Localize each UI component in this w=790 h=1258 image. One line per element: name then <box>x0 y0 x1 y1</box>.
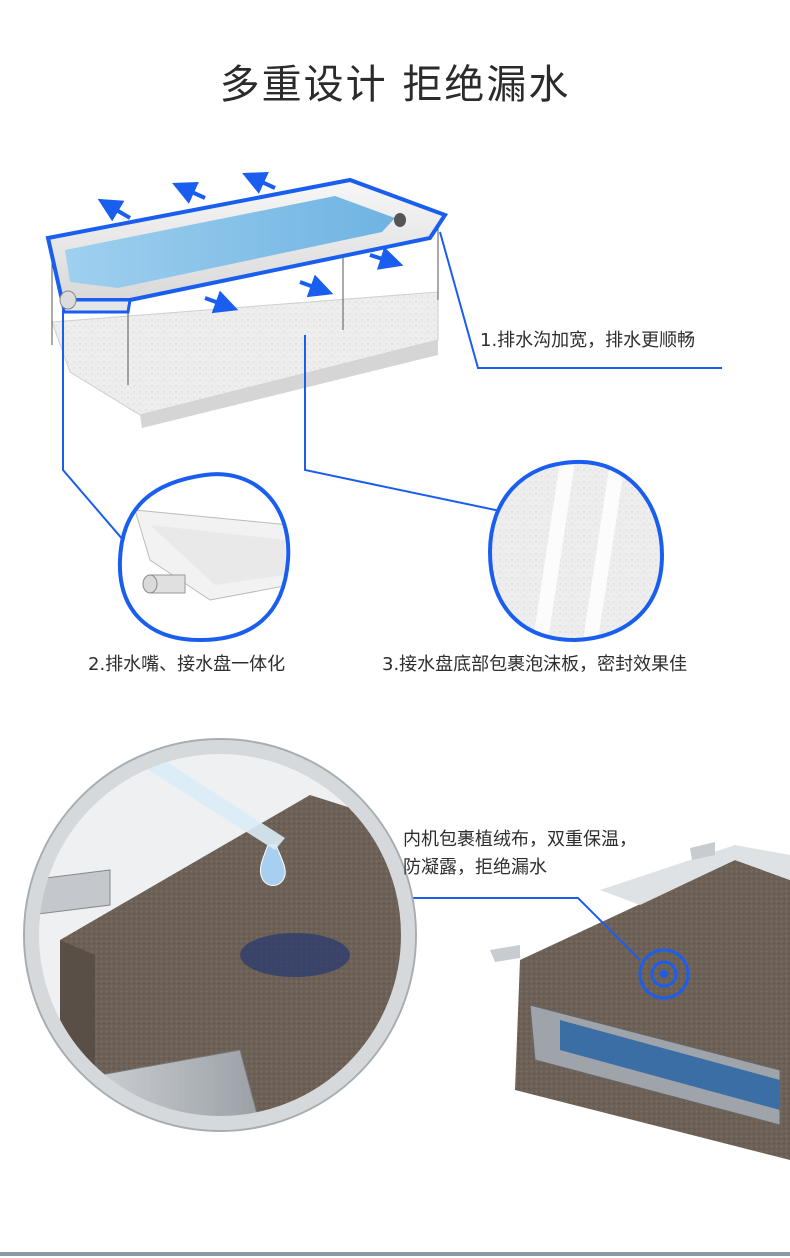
zoom-drain-spout <box>117 472 291 643</box>
magnifier <box>23 738 417 1132</box>
felt-description-line-2: 防凝露，拒绝漏水 <box>403 857 547 878</box>
drain-tray <box>45 177 449 314</box>
feature-label-3: 3.接水盘底部包裹泡沫板，密封效果佳 <box>382 654 688 675</box>
feature-label-2: 2.排水嘴、接水盘一体化 <box>88 654 286 675</box>
foam-board <box>51 291 439 428</box>
felt-description-line-1: 内机包裹植绒布，双重保温， <box>403 829 637 850</box>
feature-label-1: 1.排水沟加宽，排水更顺畅 <box>480 330 696 351</box>
zoom-foam-board <box>487 459 665 643</box>
felt-description: 内机包裹植绒布，双重保温， 防凝露，拒绝漏水 <box>403 826 637 882</box>
leader-line-2 <box>62 310 131 549</box>
indoor-unit <box>490 842 790 1160</box>
felt-badge-icon <box>638 948 690 1000</box>
airflow-arrows <box>97 172 404 314</box>
leader-line-felt <box>380 897 641 961</box>
leader-line-1 <box>439 231 722 369</box>
leader-line-3 <box>304 335 506 513</box>
page-title: 多重设计 拒绝漏水 <box>219 62 571 108</box>
